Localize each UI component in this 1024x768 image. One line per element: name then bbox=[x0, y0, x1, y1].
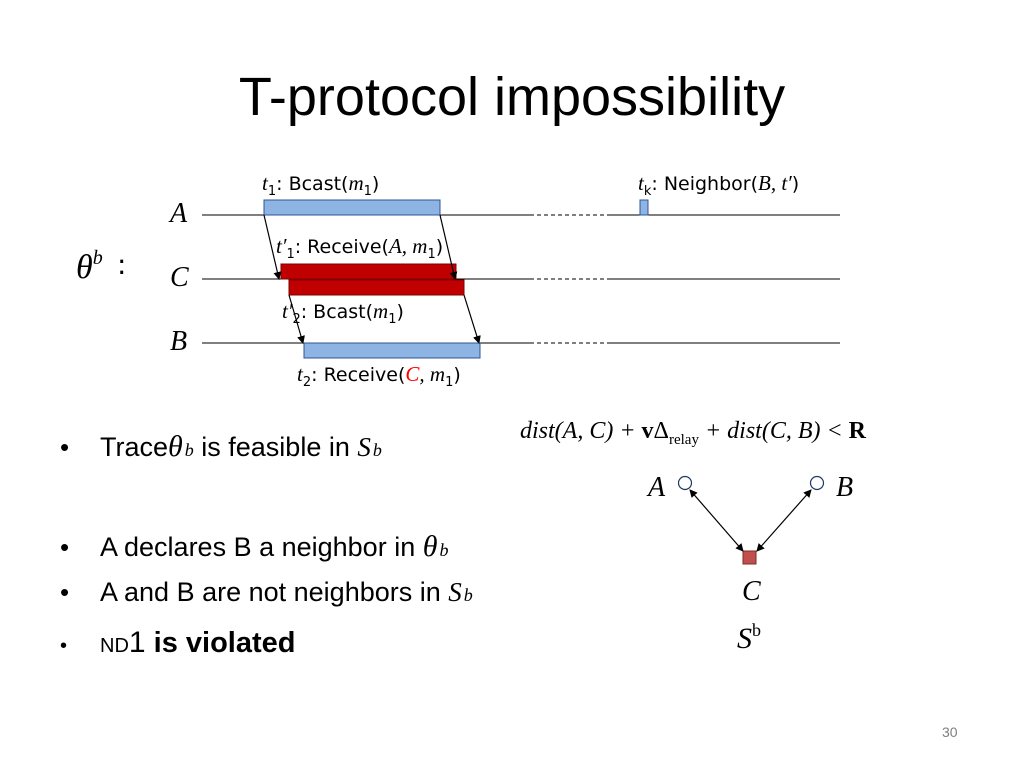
bullet-dot: • bbox=[60, 635, 68, 657]
topo-node-label-b: B bbox=[836, 472, 853, 503]
timeline-diagram: θb : A C B t1: Bcast(m1) tk: Neighbor(B,… bbox=[76, 171, 840, 390]
arrow-a-to-c-end bbox=[439, 214, 458, 280]
b-receive-box bbox=[303, 342, 481, 359]
system-symbol: Sb bbox=[737, 620, 761, 655]
topo-node-label-c: C bbox=[742, 576, 761, 607]
label-b-receive: t2: Receive(C, m1) bbox=[297, 362, 461, 390]
topo-node-label-a: A bbox=[646, 472, 666, 503]
bullet-dot: • bbox=[60, 577, 70, 607]
bullet-declares-neighbor: • A declares B a neighbor in θ b bbox=[60, 530, 449, 563]
trace-theta-label: θb bbox=[76, 247, 103, 286]
bullet-not-neighbors: • A and B are not neighbors in S b bbox=[60, 577, 473, 607]
node-label-a: A bbox=[168, 198, 188, 229]
label-c-bcast: t′2: Bcast(m1) bbox=[282, 299, 404, 327]
topo-node-c bbox=[742, 550, 757, 565]
bullet-nd1-violated: • ND 1 is violated bbox=[60, 626, 296, 659]
topo-node-b bbox=[809, 475, 825, 491]
bullet-dot: • bbox=[60, 532, 70, 562]
bullet-trace-feasible: • Trace θ b is feasible in S b bbox=[60, 430, 382, 463]
c-bcast-box bbox=[288, 279, 465, 296]
arrow-c-to-b-end bbox=[463, 294, 481, 344]
link-a-c bbox=[689, 489, 744, 552]
bullet-dot: • bbox=[60, 432, 70, 462]
label-c-receive: t′1: Receive(A, m1) bbox=[276, 234, 443, 262]
topo-node-a bbox=[677, 475, 693, 491]
label-a-bcast: t1: Bcast(m1) bbox=[262, 171, 379, 199]
label-a-neighbor: tk: Neighbor(B, t′) bbox=[638, 171, 799, 199]
a-neighbor-box bbox=[639, 199, 649, 216]
link-b-c bbox=[756, 489, 812, 552]
page-number: 30 bbox=[942, 724, 958, 740]
node-label-c: C bbox=[170, 262, 189, 293]
bullet-list: • Trace θ b is feasible in S b • A decla… bbox=[60, 430, 473, 659]
arrow-a-to-c-start bbox=[263, 214, 282, 280]
node-label-b: B bbox=[170, 326, 187, 357]
slide-title: T-protocol impossibility bbox=[238, 67, 786, 127]
trace-colon: : bbox=[117, 248, 126, 281]
a-bcast-box bbox=[263, 199, 441, 216]
distance-formula: dist(A, C) + vΔrelay + dist(C, B) < R bbox=[520, 418, 867, 448]
arrow-c-to-b-start bbox=[288, 294, 305, 344]
